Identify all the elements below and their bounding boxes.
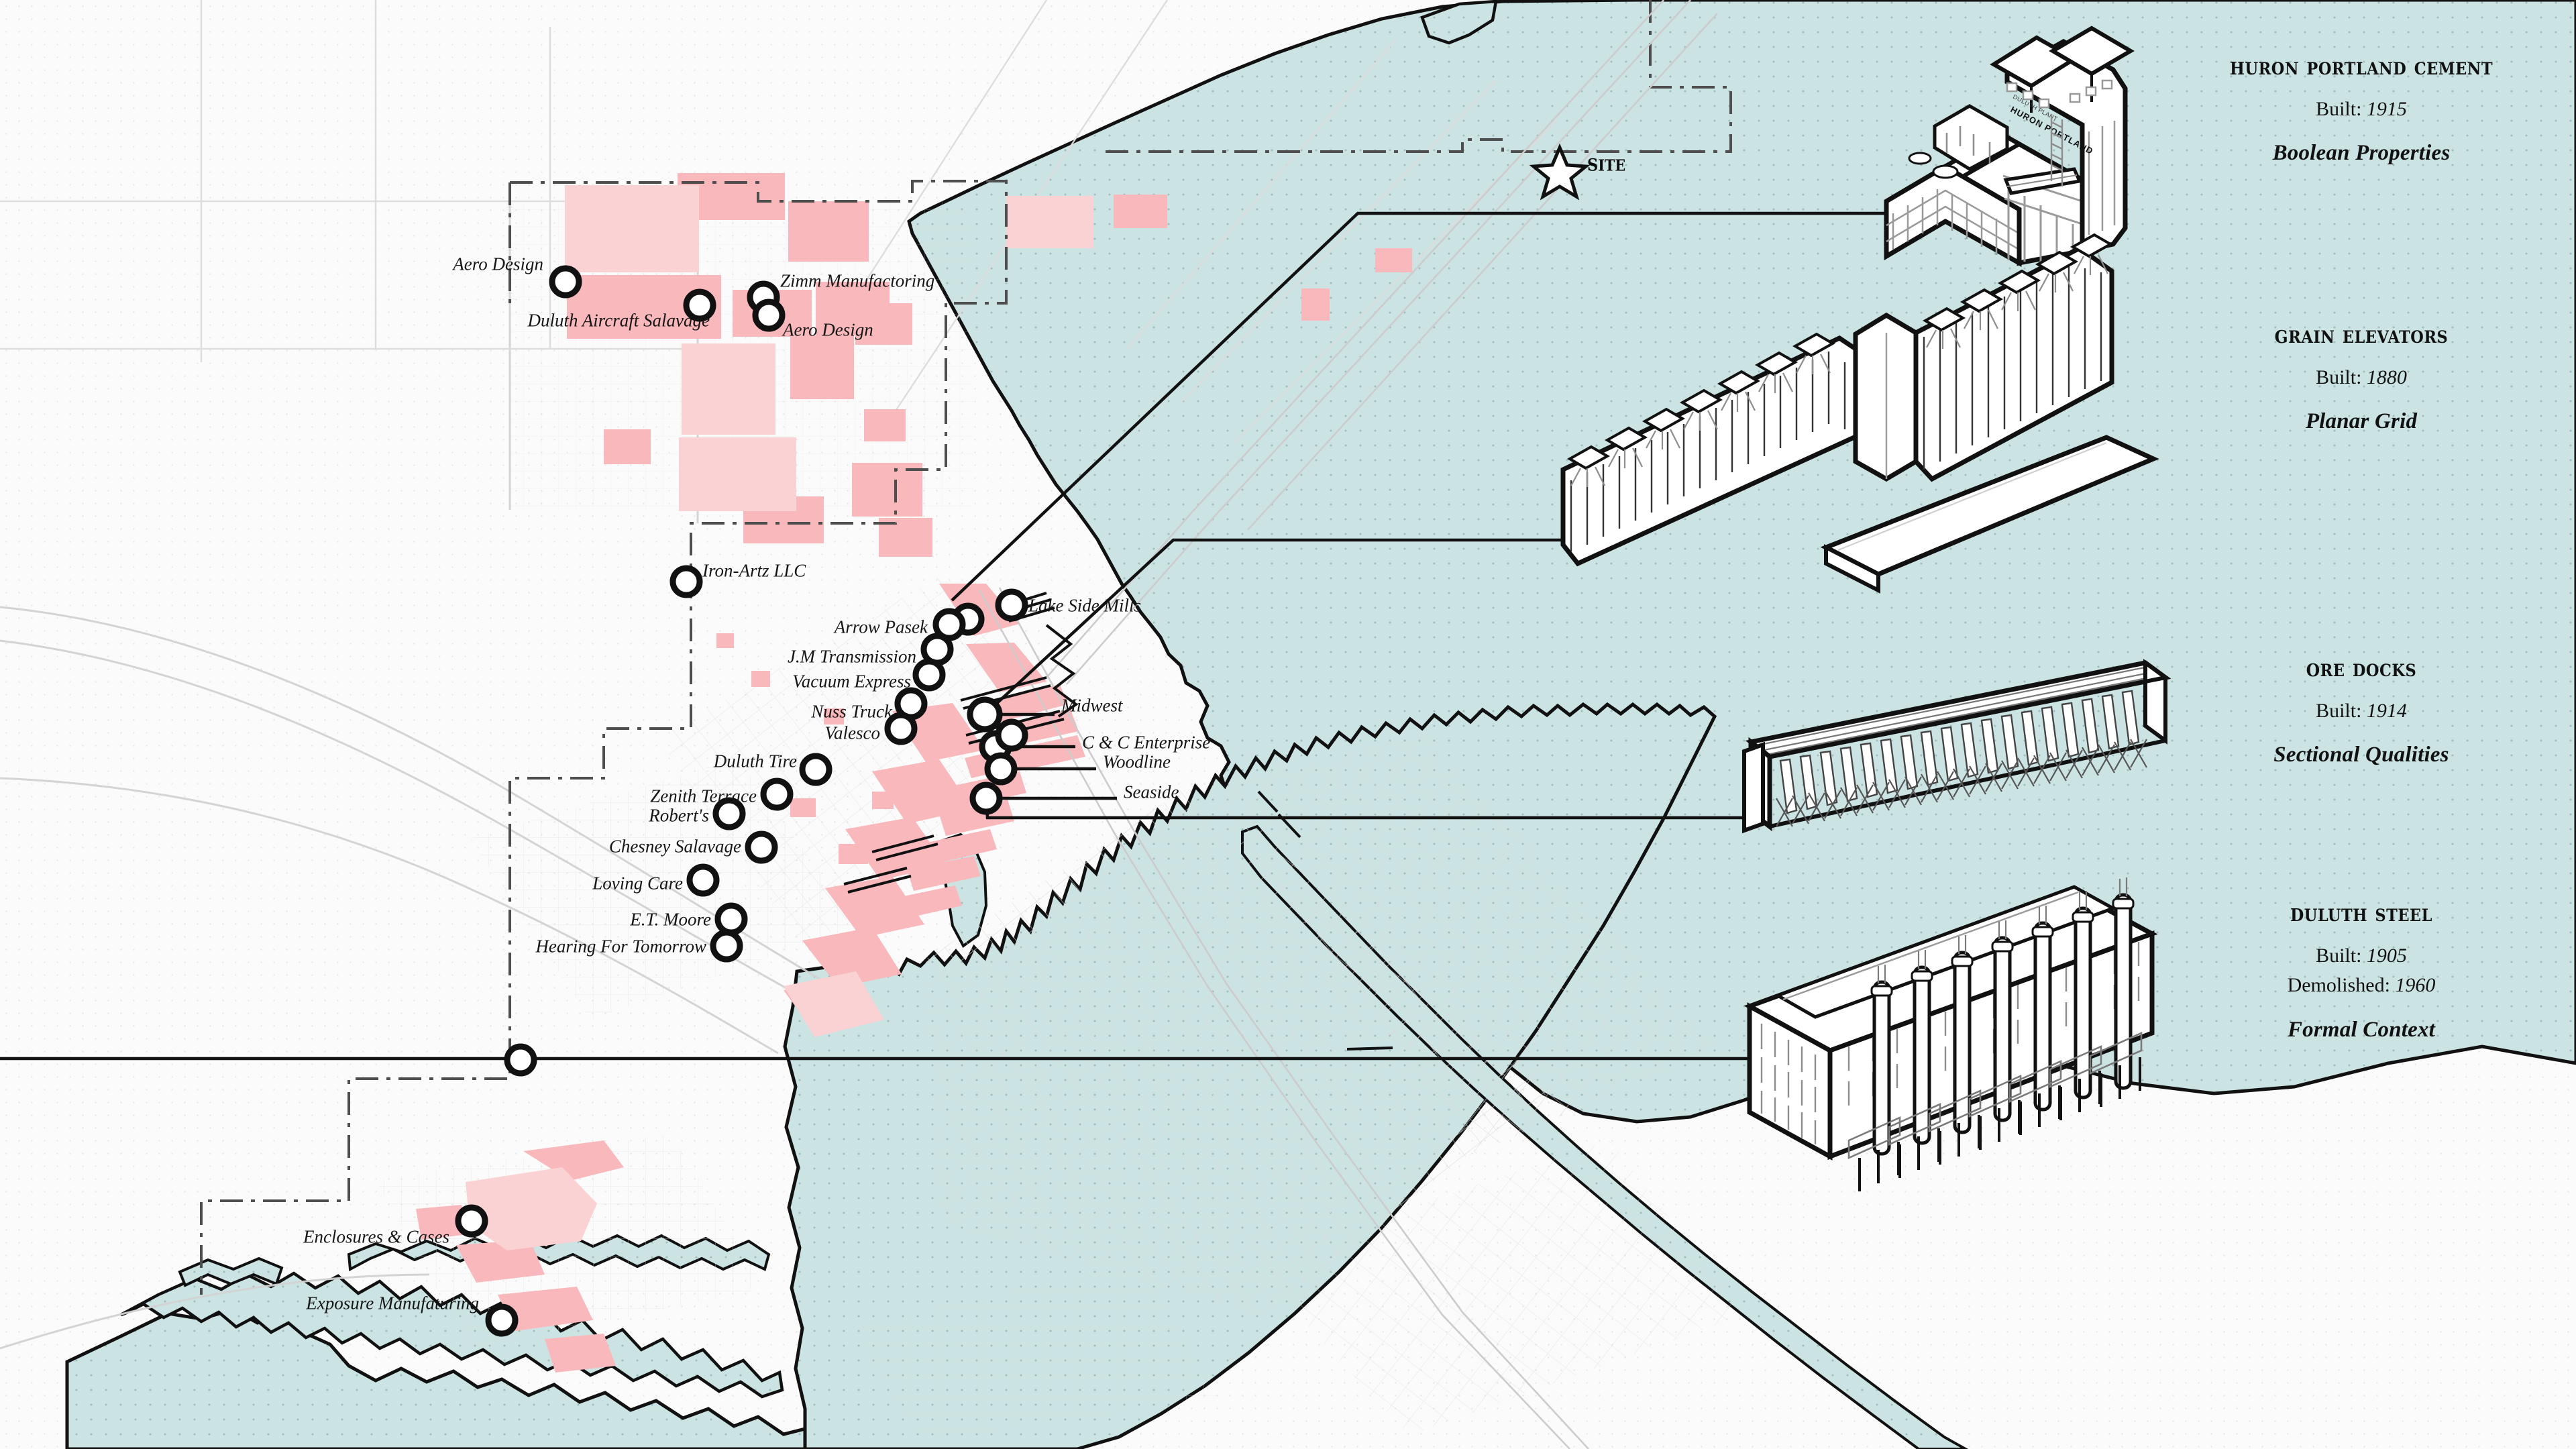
map-label-hearing-for-tomorrow: Hearing For Tomorrow	[535, 936, 706, 957]
map-label-chesney-salavage: Chesney Salavage	[608, 836, 741, 857]
marker-et-moore	[714, 902, 748, 936]
map-label-aero-design: Aero Design	[453, 254, 543, 274]
map-label-c-c-enterprise: C & C Enterprise	[1082, 732, 1211, 753]
demolished-label: Demolished:	[2287, 974, 2390, 997]
map-label-j-m-transmission: J.M Transmission	[787, 646, 916, 667]
panel-title: Duluth Steel	[2290, 898, 2432, 927]
site-star-icon	[1529, 143, 1591, 201]
map-label-vacuum-express: Vacuum Express	[792, 671, 911, 692]
marker-enclosures-cases	[455, 1204, 488, 1238]
municipal-boundary	[200, 0, 1732, 1295]
panel-built: Built: 1914	[2174, 697, 2549, 726]
built-label: Built:	[2316, 366, 2362, 388]
built-year: 1915	[2366, 97, 2407, 120]
map-label-e-t-moore: E.T. Moore	[630, 909, 711, 930]
built-year: 1905	[2366, 944, 2407, 967]
site-label: Site	[1587, 148, 1626, 177]
marker-exposure-manufaturing	[485, 1303, 519, 1337]
panel-title: Grain Elevators	[2274, 319, 2449, 349]
st-louis-river-estuary	[65, 1234, 807, 1449]
marker-iron-artz-llc	[669, 565, 703, 598]
marker-arrow-pasek	[932, 608, 966, 641]
panel-built: Built: 1905	[2174, 942, 2549, 971]
panel-concept: Sectional Qualities	[2273, 743, 2449, 767]
panel-ore-docks: Ore Docks Built: 1914 Sectional Qualitie…	[2174, 654, 2549, 767]
map-label-midwest: Midwest	[1061, 695, 1123, 716]
marker-zenith-terrace	[760, 777, 794, 811]
marker-lake-side-mills	[995, 588, 1028, 622]
map-label-woodline: Woodline	[1103, 751, 1171, 772]
map-label-arrow-pasek: Arrow Pasek	[834, 616, 928, 637]
marker-aero-design-south	[752, 299, 786, 332]
panel-title: Huron Portland Cement	[2229, 51, 2493, 80]
map-label-seaside: Seaside	[1124, 782, 1179, 802]
leader-line-grain-elevators	[983, 538, 1563, 716]
marker-seaside	[969, 782, 1003, 815]
map-label-zenith-terrace: Zenith Terrace	[650, 786, 757, 806]
map-label-duluth-tire: Duluth Tire	[713, 751, 797, 771]
map-label-robert-s: Robert's	[649, 805, 709, 826]
panel-grain-elevators: Grain Elevators Built: 1880 Planar Grid	[2174, 321, 2549, 434]
map-label-lake-side-mills: Lake Side Mills	[1028, 595, 1141, 616]
map-label-loving-care: Loving Care	[592, 873, 683, 894]
marker-aero-design-north	[549, 265, 582, 299]
marker-duluth-aircraft-salavage	[683, 288, 716, 322]
marker-chesney-salavage	[745, 830, 778, 864]
map-label-duluth-aircraft-salavage: Duluth Aircraft Salavage	[527, 310, 710, 331]
panel-concept: Planar Grid	[2305, 409, 2418, 434]
map-label-aero-design: Aero Design	[783, 319, 873, 340]
built-label: Built:	[2316, 97, 2362, 120]
ore-dock-axonometric	[1742, 659, 2171, 834]
built-label: Built:	[2316, 699, 2362, 722]
built-year: 1880	[2366, 366, 2407, 388]
panel-built: Built: 1915	[2174, 95, 2549, 124]
marker-duluth-steel-link	[504, 1043, 537, 1077]
panel-concept: Boolean Properties	[2272, 141, 2451, 166]
marker-vacuum-express	[912, 658, 946, 692]
steel-mill-axonometric	[1743, 877, 2158, 1191]
panel-title: Ore Docks	[2306, 653, 2417, 682]
north-shore-detail	[1420, 0, 1498, 45]
marker-loving-care	[686, 863, 720, 897]
marker-valesco	[884, 712, 918, 745]
built-label: Built:	[2316, 944, 2362, 967]
panel-duluth-steel: Duluth Steel Built: 1905 Demolished: 196…	[2174, 899, 2549, 1042]
marker-roberts	[712, 797, 746, 830]
built-year: 1914	[2366, 699, 2407, 722]
map-label-iron-artz-llc: Iron-Artz LLC	[702, 560, 806, 581]
map-label-valesco: Valesco	[824, 722, 880, 743]
map-label-enclosures-cases: Enclosures & Cases	[303, 1226, 449, 1247]
panel-demolished: Demolished: 1960	[2174, 971, 2549, 1000]
panel-huron-portland-cement: Huron Portland Cement Built: 1915 Boolea…	[2174, 52, 2549, 166]
demolished-year: 1960	[2395, 974, 2436, 997]
marker-midwest	[967, 696, 1003, 733]
industrial-parcels	[416, 173, 1412, 1373]
leader-line-huron-portland-cement	[951, 211, 1893, 602]
marker-woodline	[984, 752, 1018, 786]
site-markers[interactable]	[455, 265, 1028, 1337]
map-label-exposure-manufaturing: Exposure Manufaturing	[306, 1293, 479, 1313]
map-label-zimm-manufactoring: Zimm Manufactoring	[780, 270, 935, 291]
marker-hearing-for-tomorrow	[710, 929, 743, 963]
marker-duluth-tire	[799, 753, 833, 786]
panel-concept: Formal Context	[2287, 1017, 2436, 1042]
railway-lines	[978, 0, 1718, 1449]
map-label-nuss-truck: Nuss Truck	[811, 701, 892, 722]
cement-plant-axonometric: HURON PORTLAND DULUTH PLANT	[1884, 25, 2135, 267]
grain-elevator-axonometric	[1560, 233, 2159, 594]
panel-built: Built: 1880	[2174, 364, 2549, 392]
marker-cc-enterprise-b	[995, 718, 1028, 752]
